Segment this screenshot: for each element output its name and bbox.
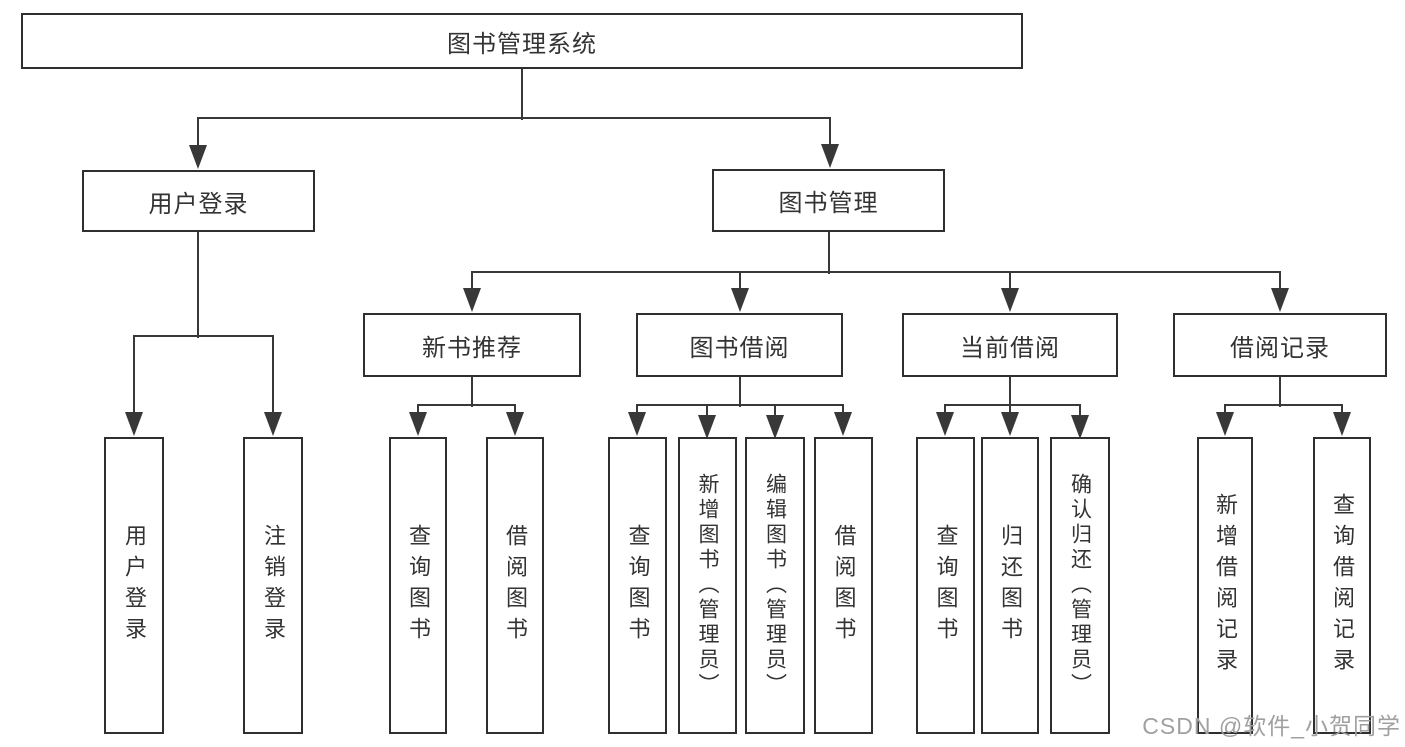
connector-line: [197, 118, 199, 159]
connector-line: [521, 69, 523, 120]
connector-line: [1009, 272, 1011, 302]
diagram-node-label: 查询图书: [406, 523, 431, 648]
diagram-node-nb-query: 查询图书: [389, 437, 447, 734]
connector-line: [739, 377, 741, 407]
diagram-node-br-add: 新增借阅记录: [1197, 437, 1253, 734]
diagram-node-new-books: 新书推荐: [363, 313, 581, 377]
connector-line: [471, 377, 473, 407]
connector-line: [1224, 404, 1343, 406]
arrowhead-down-icon: [936, 412, 954, 436]
diagram-node-bb-borrow: 借阅图书: [814, 437, 873, 734]
arrowhead-down-icon: [1216, 412, 1234, 436]
connector-line: [944, 404, 1081, 406]
connector-line: [828, 232, 830, 274]
diagram-node-label: 归还图书: [998, 523, 1023, 648]
diagram-node-leaf-user-login: 用户登录: [104, 437, 164, 734]
diagram-node-label: 编辑图书（管理员）: [763, 473, 787, 698]
diagram-node-label: 查询借阅记录: [1330, 492, 1355, 679]
diagram-node-cb-confirm: 确认归还（管理员）: [1050, 437, 1110, 734]
diagram-node-bb-edit: 编辑图书（管理员）: [745, 437, 805, 734]
diagram-node-nb-borrow: 借阅图书: [486, 437, 544, 734]
connector-line: [133, 335, 274, 337]
diagram-node-root: 图书管理系统: [21, 13, 1023, 69]
arrowhead-down-icon: [1333, 412, 1351, 436]
diagram-node-current-borrow: 当前借阅: [902, 313, 1118, 377]
arrowhead-down-icon: [409, 412, 427, 436]
diagram-node-label: 确认归还（管理员）: [1068, 473, 1092, 698]
arrowhead-down-icon: [698, 415, 716, 439]
arrowhead-down-icon: [1001, 288, 1019, 312]
connector-line: [197, 117, 831, 119]
connector-line: [739, 272, 741, 302]
diagram-node-cb-query: 查询图书: [916, 437, 975, 734]
diagram-node-label: 借阅图书: [503, 523, 528, 648]
connector-line: [829, 118, 831, 158]
connector-line: [417, 404, 516, 406]
diagram-node-bb-add: 新增图书（管理员）: [678, 437, 737, 734]
arrowhead-down-icon: [1071, 415, 1089, 439]
diagram-node-label: 查询图书: [625, 523, 651, 648]
arrowhead-down-icon: [821, 144, 839, 168]
connector-line: [133, 336, 135, 426]
diagram-node-label: 新增借阅记录: [1213, 492, 1238, 679]
arrowhead-down-icon: [506, 412, 524, 436]
connector-line: [1009, 377, 1011, 407]
arrowhead-down-icon: [1001, 412, 1019, 436]
watermark: CSDN @软件_小贺同学: [1142, 713, 1401, 739]
diagram-node-label: 注销登录: [261, 523, 286, 648]
diagram-node-borrow-records: 借阅记录: [1173, 313, 1387, 377]
connector-line: [471, 272, 473, 302]
arrowhead-down-icon: [628, 412, 646, 436]
diagram-node-br-query: 查询借阅记录: [1313, 437, 1371, 734]
arrowhead-down-icon: [189, 145, 207, 169]
diagram-node-cb-return: 归还图书: [981, 437, 1039, 734]
connector-line: [197, 232, 199, 338]
arrowhead-down-icon: [125, 412, 143, 436]
arrowhead-down-icon: [834, 412, 852, 436]
diagram-node-user-login: 用户登录: [82, 170, 315, 232]
arrowhead-down-icon: [463, 288, 481, 312]
arrowhead-down-icon: [264, 412, 282, 436]
connector-line: [636, 404, 844, 406]
connector-line: [1279, 377, 1281, 407]
connector-line: [471, 271, 1281, 273]
diagram-node-label: 借阅图书: [831, 523, 857, 648]
arrowhead-down-icon: [731, 288, 749, 312]
diagram-node-book-mgmt: 图书管理: [712, 169, 945, 232]
diagram-node-leaf-logout: 注销登录: [243, 437, 303, 734]
connector-line: [1279, 272, 1281, 302]
diagram-node-book-borrow: 图书借阅: [636, 313, 843, 377]
arrowhead-down-icon: [1271, 288, 1289, 312]
diagram-node-bb-query: 查询图书: [608, 437, 667, 734]
diagram-node-label: 新增图书（管理员）: [696, 473, 719, 698]
connector-line: [272, 336, 274, 426]
diagram-node-label: 查询图书: [933, 523, 959, 648]
arrowhead-down-icon: [766, 415, 784, 439]
diagram-node-label: 用户登录: [122, 523, 147, 648]
